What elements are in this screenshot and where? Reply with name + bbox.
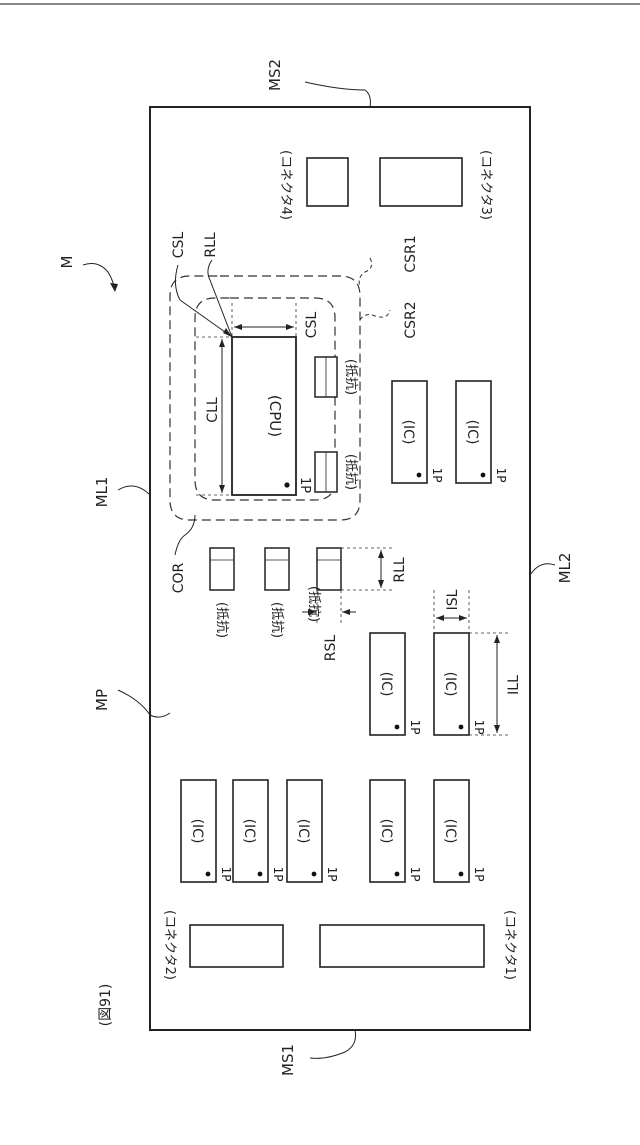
label-csr1: CSR1 <box>403 235 419 272</box>
label-isl: ISL <box>445 589 461 610</box>
arrowhead <box>436 615 444 621</box>
label-ml1: ML1 <box>93 477 111 508</box>
m-leader <box>83 264 115 290</box>
resistor-label: (抵抗) <box>214 602 229 638</box>
ic-pin-label: 1P <box>408 720 422 735</box>
label-csr2: CSR2 <box>403 301 419 338</box>
arrowhead <box>219 485 225 493</box>
connector-4 <box>307 158 348 206</box>
arrowhead <box>459 615 467 621</box>
rll-diagonal-line <box>210 280 232 337</box>
ic-label: (IC) <box>442 819 458 844</box>
label-ml2: ML2 <box>556 553 574 584</box>
arrowhead <box>494 635 500 643</box>
ic-pin-label: 1P <box>430 468 444 483</box>
connector-2-label: (コネクタ2) <box>162 910 177 980</box>
resistor <box>265 548 289 590</box>
arrowhead <box>110 283 118 292</box>
connector-3-label: (コネクタ3) <box>478 150 493 220</box>
resistor <box>210 548 234 590</box>
cpu-label: (CPU) <box>266 395 284 437</box>
resistor-label: (抵抗) <box>269 602 284 638</box>
resistor-label: (抵抗) <box>343 454 358 490</box>
arrowhead <box>219 339 225 347</box>
leader-line <box>208 260 212 280</box>
ic-label: (IC) <box>295 819 311 844</box>
ic-pin1-dot <box>395 872 400 877</box>
ic-pin1-dot <box>481 473 486 478</box>
label-csl-cpu: CSL <box>304 312 320 339</box>
label-rll-res: RLL <box>392 557 408 583</box>
figure-number: (図91) <box>98 984 114 1027</box>
ic-pin1-dot <box>459 872 464 877</box>
ic-pin1-dot <box>459 725 464 730</box>
cor-leader <box>175 515 195 555</box>
arrowhead <box>494 725 500 733</box>
mp-leader <box>118 690 170 717</box>
label-rsl: RSL <box>323 635 339 662</box>
label-csl-top: CSL <box>171 232 187 259</box>
ic-label: (IC) <box>378 819 394 844</box>
arrowhead <box>378 550 384 558</box>
ms1-leader <box>310 1030 356 1058</box>
ic-label: (IC) <box>241 819 257 844</box>
resistor-label: (抵抗) <box>306 586 321 622</box>
connector-3 <box>380 158 462 206</box>
ic-pin-label: 1P <box>271 867 285 882</box>
arrowhead <box>286 324 294 330</box>
arrowhead <box>234 324 242 330</box>
ic-pin1-dot <box>258 872 263 877</box>
ic-pin-label: 1P <box>219 867 233 882</box>
ic-label: (IC) <box>442 672 458 697</box>
resistor-label: (抵抗) <box>343 359 358 395</box>
label-rll-top: RLL <box>203 232 219 258</box>
ml1-leader <box>118 486 150 495</box>
label-mp: MP <box>93 689 111 711</box>
ic-pin1-dot <box>395 725 400 730</box>
ic-label: (IC) <box>400 420 416 445</box>
cpu-chip <box>232 337 296 495</box>
label-cll: CLL <box>205 397 221 423</box>
ic-pin-label: 1P <box>494 468 508 483</box>
cpu-pin-label: 1P <box>297 477 312 493</box>
ic-pin-label: 1P <box>325 867 339 882</box>
label-m: M <box>58 256 76 269</box>
label-ill: ILL <box>506 675 522 695</box>
ic-pin1-dot <box>312 872 317 877</box>
connector-1 <box>320 925 484 967</box>
label-ms2: MS2 <box>266 59 284 91</box>
ic-label: (IC) <box>464 420 480 445</box>
ic-pin-label: 1P <box>472 867 486 882</box>
ms2-leader <box>305 82 370 107</box>
cpu-pin1-dot <box>284 482 289 487</box>
label-ms1: MS1 <box>279 1044 297 1076</box>
leader-line <box>175 265 180 300</box>
resistor <box>317 548 341 590</box>
ic-pin-label: 1P <box>408 867 422 882</box>
arrowhead <box>342 609 350 615</box>
label-cor: COR <box>171 562 187 593</box>
ic-label: (IC) <box>189 819 205 844</box>
connector-1-label: (コネクタ1) <box>502 910 517 980</box>
ic-pin-label: 1P <box>472 720 486 735</box>
arrowhead <box>378 580 384 588</box>
connector-2 <box>190 925 283 967</box>
csr1-leader <box>359 258 371 287</box>
ic-label: (IC) <box>378 672 394 697</box>
ic-pin1-dot <box>206 872 211 877</box>
csr2-leader <box>360 310 390 320</box>
connector-4-label: (コネクタ4) <box>278 150 293 220</box>
ic-pin1-dot <box>417 473 422 478</box>
ml2-leader <box>530 564 555 575</box>
